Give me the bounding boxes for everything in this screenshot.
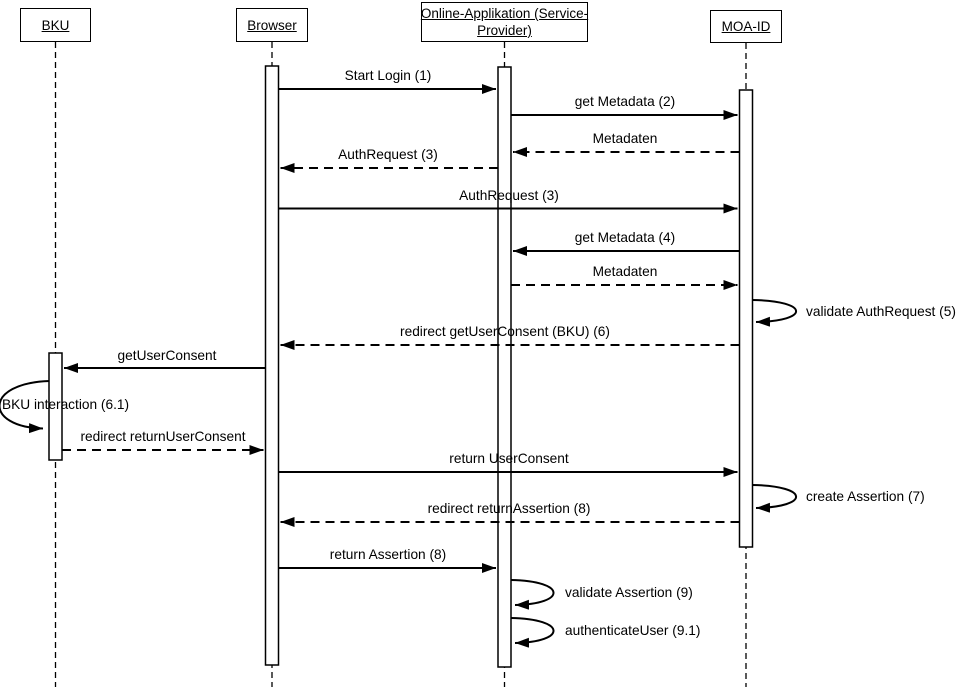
message-label-authrequest-3-return: AuthRequest (3): [338, 147, 438, 162]
actor-label-bku: BKU: [41, 17, 70, 33]
message-label-getuserconsent: getUserConsent: [117, 348, 217, 363]
message-label-create-assertion: create Assertion (7): [806, 489, 925, 504]
activation-moa-id: [738, 89, 754, 548]
message-label-redirect-returnuserconsent: redirect returnUserConsent: [80, 429, 246, 444]
actor-box-service-provider: Online-Applikation (Service- Provider): [421, 2, 588, 42]
message-label-redirect-getuserconsent: redirect getUserConsent (BKU) (6): [400, 324, 610, 339]
actor-label-service-provider-line2: Provider): [477, 23, 532, 38]
message-label-authrequest-3-forward: AuthRequest (3): [459, 188, 559, 203]
actor-box-browser: Browser: [236, 8, 308, 42]
message-label-metadaten-2: Metadaten: [592, 264, 658, 279]
actor-label-moa-id: MOA-ID: [721, 19, 771, 34]
message-label-authenticateuser: authenticateUser (9.1): [565, 623, 701, 638]
activation-bku: [48, 352, 63, 461]
message-label-return-userconsent: return UserConsent: [449, 451, 569, 466]
message-label-validate-assertion: validate Assertion (9): [565, 585, 693, 600]
selfloop-bku-interaction: [0, 380, 50, 434]
message-label-get-metadata-4: get Metadata (4): [574, 230, 676, 245]
selfloop-validate-assertion: [510, 579, 555, 610]
actor-box-bku: BKU: [20, 8, 91, 42]
message-label-bku-interaction: BKU interaction (6.1): [2, 397, 130, 412]
activation-service-provider: [497, 66, 512, 668]
actor-box-moa-id: MOA-ID: [710, 10, 782, 43]
message-label-return-assertion-8: return Assertion (8): [329, 547, 447, 562]
message-label-get-metadata-2: get Metadata (2): [574, 94, 676, 109]
message-label-redirect-returnassertion: redirect returnAssertion (8): [427, 501, 591, 516]
selfloop-create-assertion: [752, 484, 798, 513]
selfloop-authenticateuser: [510, 617, 555, 648]
activation-browser: [264, 65, 280, 666]
message-label-start-login: Start Login (1): [344, 68, 432, 83]
selfloop-validate-authrequest: [752, 299, 798, 327]
message-label-metadaten-1: Metadaten: [592, 131, 658, 146]
actor-label-service-provider-line1: Online-Applikation (Service-: [420, 6, 589, 21]
actor-label-browser: Browser: [247, 17, 297, 33]
message-label-validate-authrequest: validate AuthRequest (5): [806, 304, 956, 319]
